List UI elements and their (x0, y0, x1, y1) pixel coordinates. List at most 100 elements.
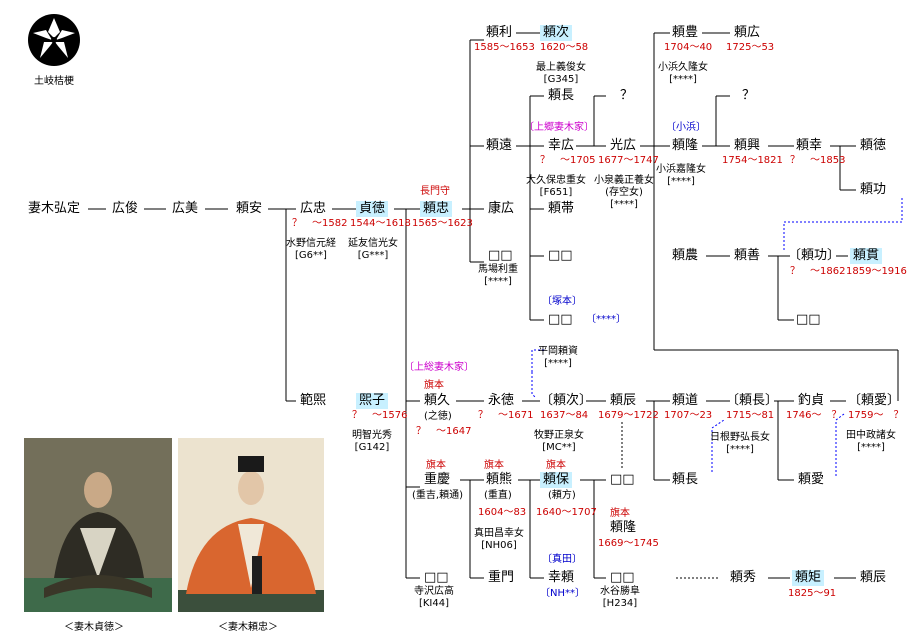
caption-yoritada: ＜妻木頼忠＞ (218, 622, 278, 633)
alias-shigeyoshi: (重吉,頼通) (412, 490, 463, 501)
name-yoriyuki: 頼幸 (796, 138, 823, 153)
name-hirotada: 広忠 (300, 201, 327, 216)
name-yorinaga: 頼長 (548, 88, 575, 103)
kikyo-crest-icon (28, 14, 80, 66)
name-norihiro: 範煕 (300, 393, 327, 408)
name-yasuhiro: 康広 (488, 201, 515, 216)
years-yoriyasu2: 1640〜1707 (536, 507, 597, 518)
note-hatamoto3: 旗本 (484, 460, 504, 471)
years-mitsuhiro: 1677〜1747 (598, 155, 659, 166)
name-yoritsugu: 頼次 (540, 25, 573, 41)
name-yoritsugu2: 〔頼次〕 (540, 393, 593, 408)
name-yoritaka2: 頼隆 (610, 520, 637, 535)
spouse-mitsuhiro: 大久保忠重女 [F651] (526, 175, 586, 198)
alias-yorikuma: (重直) (484, 490, 512, 501)
note-tsukamoto-code: 〔****〕 (586, 314, 626, 325)
spouse-mitsuhiro2: 小泉義正養女 (存空女) [****] (594, 175, 654, 210)
name-tsurusada: 釣貞 (798, 393, 825, 408)
years-yoriyuki: ？ 〜1853 (790, 155, 846, 166)
spouse-blank6: 寺沢広高 [KI44] (414, 586, 454, 609)
years-hirotada: ？ 〜1582 (292, 218, 348, 229)
name-yoritoki2: 頼辰 (860, 570, 887, 585)
note-obama: 〔小浜〕 (666, 122, 706, 133)
spouse-blank7: 水谷勝阜 [H234] (600, 586, 640, 609)
years-yorimichi: 1707〜23 (664, 410, 713, 421)
name-shigekado: 重門 (488, 570, 515, 585)
name-q1: ？ (620, 88, 634, 103)
years-sadanori: 1544〜1618 (350, 218, 411, 229)
name-hiromasa: 妻木弘定 (28, 201, 81, 216)
name-blank5: □□ (610, 472, 635, 487)
name-yoriyasu: 頼安 (236, 201, 263, 216)
alias-yoriyasu2: (頼方) (548, 490, 576, 501)
crest-label: 土岐桔梗 (34, 76, 74, 87)
name-yoritoki: 頼辰 (610, 393, 637, 408)
note-sanada: 〔真田〕 (542, 554, 582, 565)
years-yorioki: 1754〜1821 (722, 155, 783, 166)
name-yorikuma: 頼熊 (486, 472, 513, 487)
name-yorotaka: 頼隆 (672, 138, 699, 153)
name-nagatoku: 永徳 (488, 393, 515, 408)
years-yoritsura: 1859〜1916 (846, 266, 907, 277)
name-yorichika: 〔頼愛〕 (848, 393, 901, 408)
spouse-hiroko: 明智光秀 [G142] (352, 430, 392, 453)
years-yoritada: 1565〜1623 (412, 218, 473, 229)
note-tsukamoto: 〔塚本〕 (542, 296, 582, 307)
note-sanada-code: 〔NH**〕 (540, 588, 585, 599)
spouse-yorikuma: 真田昌幸女 [NH06] (474, 528, 524, 551)
name-yorinori2: 頼矩 (792, 570, 825, 586)
name-blank3: □□ (548, 312, 573, 327)
name-blank2: □□ (548, 248, 573, 263)
name-sadanori: 貞徳 (356, 201, 389, 217)
name-yorikatsu: 頼功 (860, 182, 887, 197)
name-blank4: □□ (796, 312, 821, 327)
years-yoritsugu: 1620〜58 (540, 42, 589, 53)
years-yorikuma: 1604〜83 (478, 507, 527, 518)
name-yorihisa: 頼久 (424, 393, 451, 408)
name-yoriyasu2: 頼保 (540, 472, 573, 488)
years-tsurusada: 1746〜 ？ (786, 410, 842, 421)
spouse-blank1: 馬場利重 [****] (478, 264, 518, 287)
years-yoritoki: 1679〜1722 (598, 410, 659, 421)
years-yukihiro: ？ 〜1705 (540, 155, 596, 166)
rank-yoritada: 長門守 (420, 186, 450, 197)
years-nagatoku: ？ 〜1671 (478, 410, 534, 421)
years-yoritsugu2: 1637〜84 (540, 410, 589, 421)
portrait-sadanori (24, 438, 172, 612)
years-yorihiro: 1725〜53 (726, 42, 775, 53)
name-yorinori: 頼徳 (860, 138, 887, 153)
name-hiroko: 煕子 (356, 393, 389, 409)
name-yoritada: 頼忠 (420, 201, 453, 217)
name-hiroyoshi: 広美 (172, 201, 199, 216)
spouse-yoritoyo: 小浜久隆女 [****] (658, 62, 708, 85)
portrait-yoritada (178, 438, 324, 612)
name-yorioki: 頼興 (734, 138, 761, 153)
spouse-yoritsugu2: 牧野正泉女 [MC**] (534, 430, 584, 453)
spouse-sadanori: 延友信光女 [G***] (348, 238, 398, 261)
years-yorinaga2: 1715〜81 (726, 410, 775, 421)
name-yoritoo: 頼遠 (486, 138, 513, 153)
name-shigeyoshi: 重慶 (424, 472, 451, 487)
name-yoritsura: 頼貫 (850, 248, 883, 264)
spouse-yoritsugu: 最上義俊女 [G345] (536, 62, 586, 85)
name-yoritoyo: 頼豊 (672, 25, 699, 40)
alias-yorihisa: (之徳) (424, 411, 452, 422)
spouse-hirotada: 水野信元経 [G6**] (286, 238, 336, 261)
name-blank7: □□ (610, 570, 635, 585)
name-yukihiro: 幸広 (548, 138, 575, 153)
name-yorimatsu: 頼農 (672, 248, 699, 263)
note-hatamoto2: 旗本 (426, 460, 446, 471)
years-hiroko: ？ 〜1576 (352, 410, 408, 421)
name-blank6: □□ (424, 570, 449, 585)
years-yoritaka2: 1669〜1745 (598, 538, 659, 549)
note-hatamoto4: 旗本 (546, 460, 566, 471)
name-yukiyori: 幸頼 (548, 570, 575, 585)
years-yorikatsu2: ？ 〜1862 (790, 266, 846, 277)
name-blank1: □□ (488, 248, 513, 263)
years-yorinori2: 1825〜91 (788, 588, 837, 599)
spouse-yorinaga2: 日根野弘長女 [****] (710, 432, 770, 455)
name-yorinaga2: 〔頼長〕 (726, 393, 779, 408)
note-kazusa: 〔上総妻木家〕 (404, 362, 474, 373)
name-yorihide: 頼秀 (730, 570, 757, 585)
note-hatamoto5: 旗本 (610, 508, 630, 519)
